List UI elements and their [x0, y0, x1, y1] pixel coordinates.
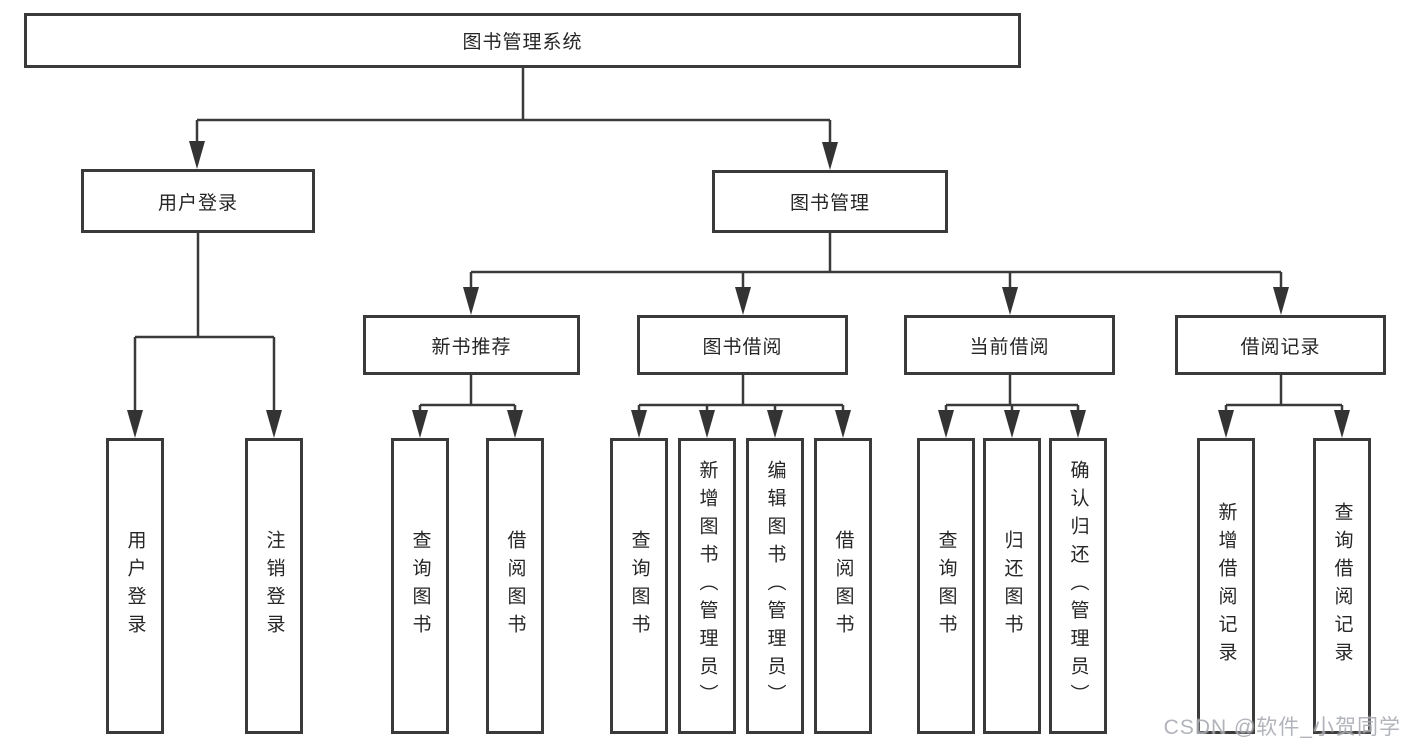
- leaf-logout: 注销登录: [245, 438, 303, 734]
- node-book-borrow: 图书借阅: [637, 315, 848, 375]
- leaf-label: 归还图书: [1001, 530, 1023, 642]
- leaf-label: 确认归还（管理员）: [1067, 460, 1089, 712]
- leaf-query-books-recommend: 查询图书: [391, 438, 449, 734]
- leaf-label: 编辑图书（管理员）: [764, 460, 786, 712]
- node-new-book-recommend: 新书推荐: [363, 315, 580, 375]
- node-label: 图书借阅: [702, 336, 783, 358]
- node-label: 借阅记录: [1240, 336, 1321, 358]
- leaf-label: 新增借阅记录: [1215, 502, 1237, 670]
- node-user-login-branch: 用户登录: [81, 169, 315, 233]
- node-current-borrow: 当前借阅: [904, 315, 1115, 375]
- leaf-borrow-books: 借阅图书: [814, 438, 872, 734]
- leaf-add-borrow-record: 新增借阅记录: [1197, 438, 1255, 734]
- leaf-add-books-admin: 新增图书（管理员）: [678, 438, 736, 734]
- leaf-return-books: 归还图书: [983, 438, 1041, 734]
- node-book-management-branch: 图书管理: [712, 170, 948, 233]
- node-label: 用户登录: [157, 192, 238, 214]
- node-label: 图书管理系统: [462, 32, 583, 53]
- leaf-query-books-borrow: 查询图书: [610, 438, 668, 734]
- leaf-label: 新增图书（管理员）: [696, 460, 718, 712]
- csdn-watermark: CSDN @软件_小贺同学: [1163, 716, 1401, 739]
- leaf-label: 借阅图书: [832, 530, 854, 642]
- leaf-label: 查询图书: [409, 530, 431, 642]
- leaf-label: 借阅图书: [504, 530, 526, 642]
- leaf-borrow-books-recommend: 借阅图书: [486, 438, 544, 734]
- leaf-label: 查询借阅记录: [1331, 502, 1353, 670]
- leaf-label: 用户登录: [124, 530, 146, 642]
- node-library-management-system: 图书管理系统: [24, 13, 1021, 68]
- leaf-label: 查询图书: [628, 530, 650, 642]
- node-label: 图书管理: [789, 193, 870, 214]
- leaf-user-login: 用户登录: [106, 438, 164, 734]
- leaf-edit-books-admin: 编辑图书（管理员）: [746, 438, 804, 734]
- leaf-query-books-current: 查询图书: [917, 438, 975, 734]
- leaf-label: 注销登录: [263, 530, 285, 642]
- leaf-query-borrow-record: 查询借阅记录: [1313, 438, 1371, 734]
- leaf-confirm-return-admin: 确认归还（管理员）: [1049, 438, 1107, 734]
- node-label: 当前借阅: [969, 336, 1050, 358]
- node-borrow-records: 借阅记录: [1175, 315, 1386, 375]
- node-label: 新书推荐: [431, 336, 512, 358]
- leaf-label: 查询图书: [935, 530, 957, 642]
